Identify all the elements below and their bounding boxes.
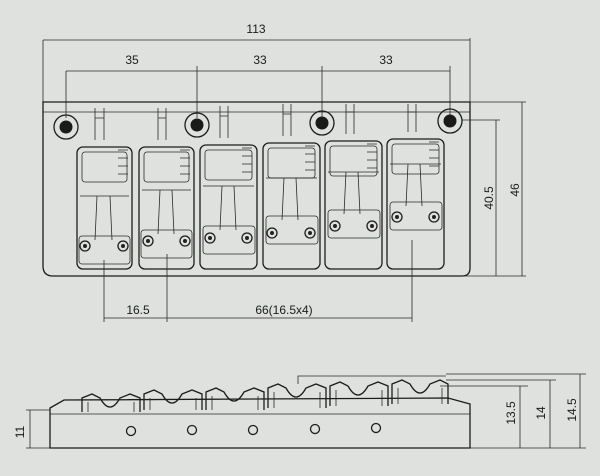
saddle (386, 104, 445, 270)
saddle (138, 108, 195, 270)
side-height-label: 14 (534, 406, 548, 420)
hole-spacing-dimension: 35 33 33 (65, 53, 451, 118)
side-height-dimensions: 13.5 14 14.5 (440, 373, 586, 449)
side-saddle (391, 379, 449, 404)
side-height-label: 13.5 (504, 401, 518, 425)
side-view: 11 13.5 14 14.5 (13, 373, 586, 449)
mounting-hole (53, 114, 79, 140)
saddle-width-dimensions: 16.5 66(16.5x4) (103, 240, 413, 322)
mounting-hole (309, 110, 335, 136)
side-saddle (81, 393, 141, 412)
base-height-label: 11 (13, 425, 27, 438)
side-hole (125, 425, 137, 437)
saddle-span-label: 66(16.5x4) (255, 303, 312, 317)
saddle-width-label: 16.5 (126, 303, 150, 317)
saddle (324, 104, 383, 270)
saddle (76, 108, 133, 270)
side-saddle (329, 381, 389, 406)
overall-width-label: 113 (246, 22, 265, 36)
height-dimensions: 40.5 46 (462, 101, 526, 277)
saddle (199, 106, 258, 270)
side-hole (309, 423, 321, 435)
side-saddle (267, 375, 446, 408)
top-view: 113 35 33 33 (42, 22, 526, 322)
side-hole (247, 424, 259, 436)
side-hole (370, 422, 382, 434)
hole-spacing-2-label: 33 (253, 53, 267, 67)
inner-height-label: 40.5 (482, 186, 496, 210)
side-saddle (143, 389, 203, 410)
side-height-label: 14.5 (565, 398, 579, 422)
mounting-hole (184, 112, 210, 138)
side-hole (186, 424, 198, 436)
saddle (262, 104, 321, 270)
overall-width-dimension: 113 (42, 22, 471, 102)
hole-spacing-3-label: 33 (379, 53, 393, 67)
hole-spacing-1-label: 35 (125, 53, 139, 67)
side-saddle (205, 387, 265, 410)
outer-height-label: 46 (508, 183, 522, 197)
base-height-dimension: 11 (13, 409, 50, 449)
mounting-hole (437, 108, 463, 134)
